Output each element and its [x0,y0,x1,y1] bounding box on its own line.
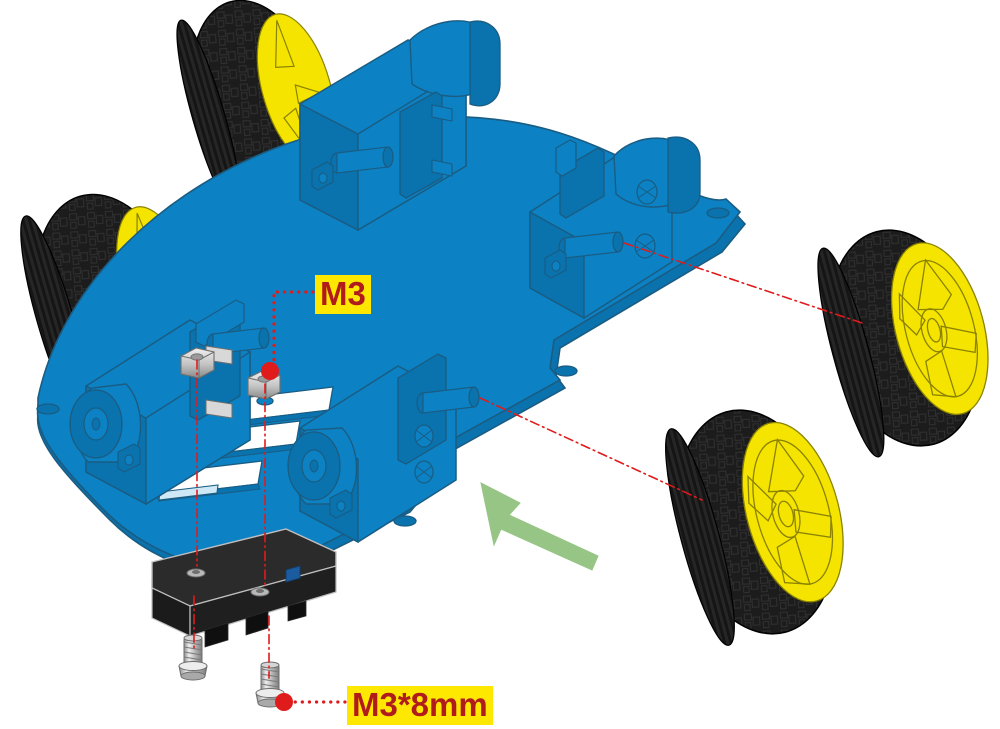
axis-line-front [479,397,703,501]
leader-m3-8mm [275,693,347,711]
bracket-screws [431,104,453,177]
chassis-holes [36,207,730,527]
gear-motor-rear-right [529,136,701,320]
gear-motor-front-right [287,353,480,544]
controller-box [151,528,337,648]
gear-motor-rear-left [299,20,501,232]
m3-8mm-screw-right [255,661,285,708]
box-screw-seat-right [250,587,270,597]
axis-line-rear [623,242,863,324]
leader-dot-m3 [261,362,279,380]
leader-dot-m3-8mm [275,693,293,711]
motor-shaft [330,146,394,174]
connector-blue [285,565,301,583]
leader-m3 [261,290,315,380]
direction-arrow [480,482,599,571]
box-screw-seat-left [186,568,206,578]
m3-8mm-screw-left [178,634,208,681]
callout-label-m3x8mm: M3*8mm [347,686,493,725]
alignment-centerlines [193,242,863,679]
wheel-front-right [665,409,844,646]
gear-motor-front-left [69,299,270,506]
wheel-rear-right [817,229,989,458]
motor-shaft [558,231,624,259]
motor-shaft [416,386,480,414]
callout-label-m3: M3 [315,275,371,314]
